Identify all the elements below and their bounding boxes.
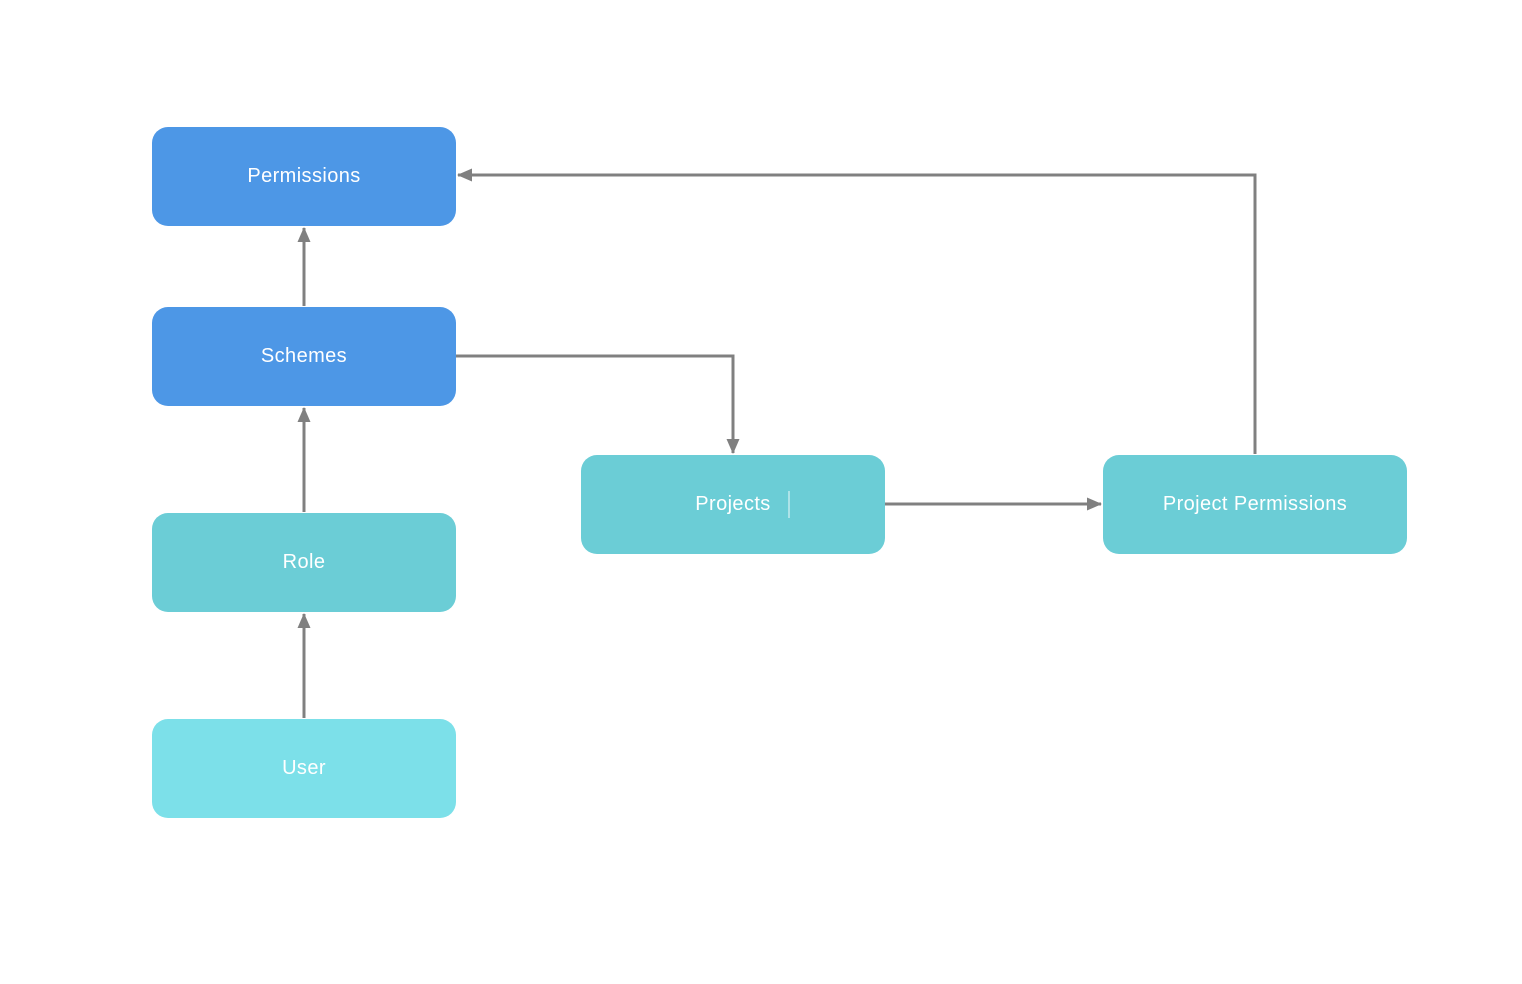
node-role[interactable]: Role [152,513,456,612]
text-cursor [788,491,790,518]
node-projects-label: Projects [695,493,771,515]
node-role-label: Role [282,551,326,573]
node-schemes-label: Schemes [260,345,348,367]
edge-schemes-to-projects[interactable] [456,354,740,454]
node-user-label: User [282,757,326,779]
node-project-permissions[interactable]: Project Permissions [1103,455,1407,554]
edge-project-permissions-to-permissions[interactable] [457,168,1257,454]
node-project-permissions-label: Project Permissions [1162,493,1348,515]
node-schemes[interactable]: Schemes [152,307,456,406]
node-permissions[interactable]: Permissions [152,127,456,226]
node-permissions-label: Permissions [247,165,361,187]
node-projects[interactable]: Projects [581,455,885,554]
node-user[interactable]: User [152,719,456,818]
